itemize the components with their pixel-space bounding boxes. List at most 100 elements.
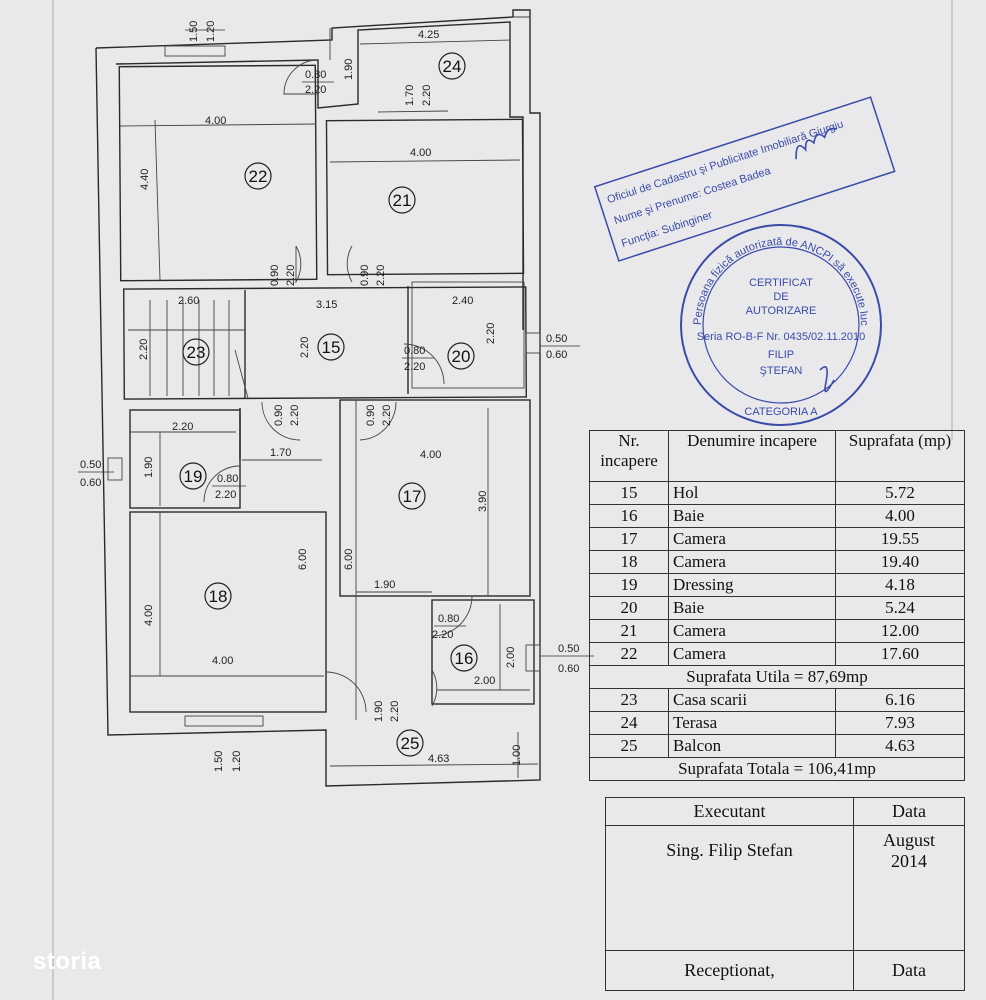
- dim-text: 2.20: [299, 337, 311, 358]
- svg-text:17: 17: [403, 487, 422, 506]
- outer-walls: [95, 9, 541, 787]
- room-24-walls: [359, 39, 511, 113]
- room-label-17: 17: [398, 482, 426, 510]
- dim-text: 2.20: [375, 265, 387, 286]
- dim-text: 2.20: [172, 421, 193, 433]
- dimension-labels: 1.50 1.20 4.25 1.90 1.70 2.20 0.80 2.20 …: [78, 21, 594, 772]
- dim-text: 0.90: [365, 405, 377, 426]
- dim-text: 2.20: [421, 85, 433, 106]
- dim-text: 6.00: [343, 549, 355, 570]
- dim-text: 2.20: [381, 405, 393, 426]
- dim-text: 2.20: [215, 489, 236, 501]
- stairs: [128, 300, 249, 399]
- dim-text: 2.20: [485, 323, 497, 344]
- dim-text: 1.20: [205, 21, 217, 42]
- dim-text: 4.00: [205, 115, 226, 127]
- dim-text: 2.20: [285, 265, 297, 286]
- dim-text: 2.20: [289, 405, 301, 426]
- dim-text: 0.80: [404, 345, 425, 357]
- room-21-walls: [325, 118, 525, 276]
- dim-text: 2.20: [389, 701, 401, 722]
- dim-text: 0.90: [269, 265, 281, 286]
- ocpi-stamp-line1: Oficiul de Cadastru şi Publicitate Imobi…: [606, 118, 845, 206]
- dim-text: 0.50: [558, 643, 579, 655]
- room-label-23: 23: [182, 338, 210, 366]
- svg-text:24: 24: [443, 57, 462, 76]
- svg-text:20: 20: [452, 347, 471, 366]
- executant-date: August 2014: [853, 825, 965, 951]
- dim-text: 2.20: [432, 629, 453, 641]
- ancpi-name: FILIP: [768, 349, 794, 361]
- ancpi-series: Seria RO-B-F Nr. 0435/02.11.2010: [697, 331, 866, 343]
- dim-text: 3.90: [477, 491, 489, 512]
- dim-text: 2.20: [404, 361, 425, 373]
- signature-2: [819, 366, 835, 393]
- dim-text: 0.50: [546, 333, 567, 345]
- svg-text:19: 19: [184, 467, 203, 486]
- room-16-walls: [431, 599, 535, 705]
- door-swings: [203, 59, 473, 713]
- rooms-table: Nr. incapere Denumire incapere Suprafata…: [589, 430, 965, 781]
- dim-text: 6.00: [297, 549, 309, 570]
- room-label-24: 24: [438, 52, 466, 80]
- svg-text:22: 22: [249, 167, 268, 186]
- dim-text: 2.60: [178, 295, 199, 307]
- dim-text: 4.40: [139, 169, 151, 190]
- dim-text: 1.90: [343, 59, 355, 80]
- room-labels: 22 21 24 23 15 20 19 17 18 16 25: [179, 52, 478, 757]
- dim-text: 2.20: [305, 84, 326, 96]
- dim-text: 0.80: [217, 473, 238, 485]
- room-label-16: 16: [450, 644, 478, 672]
- storia-watermark: storia: [33, 948, 102, 975]
- signature: [795, 127, 838, 160]
- date-year: 2014: [891, 851, 927, 871]
- dim-text: 1.70: [270, 447, 291, 459]
- table-header: Nr. incapere Denumire incapere Suprafata…: [589, 430, 965, 482]
- dim-text: 2.00: [505, 647, 517, 668]
- ancpi-name: ŞTEFAN: [760, 365, 803, 377]
- dim-text: 0.80: [438, 613, 459, 625]
- dim-text: 0.60: [80, 477, 101, 489]
- dim-text: 1.90: [374, 579, 395, 591]
- room-label-25: 25: [396, 729, 424, 757]
- ancpi-category: CATEGORIA A: [744, 406, 818, 418]
- data-label-2: Data: [853, 950, 965, 991]
- room-label-18: 18: [204, 582, 232, 610]
- dim-text: 1.50: [188, 21, 200, 42]
- room-label-19: 19: [179, 462, 207, 490]
- dim-text: 4.63: [428, 753, 449, 765]
- executant-table: Executant Data Sing. Filip Stefan August…: [605, 797, 965, 991]
- svg-text:25: 25: [401, 734, 420, 753]
- dim-text: 0.60: [546, 349, 567, 361]
- dim-text: 1.00: [511, 745, 523, 766]
- header-nr: Nr. incapere: [589, 430, 669, 482]
- room-label-15: 15: [317, 333, 345, 361]
- svg-text:16: 16: [455, 649, 474, 668]
- dim-text: 1.70: [404, 85, 416, 106]
- dim-text: 4.00: [420, 449, 441, 461]
- dim-text: 1.50: [213, 751, 225, 772]
- dim-text: 2.40: [452, 295, 473, 307]
- dim-text: 2.20: [138, 339, 150, 360]
- dim-text: 0.90: [273, 405, 285, 426]
- room-label-21: 21: [388, 186, 416, 214]
- receptionat-label: Receptionat,: [605, 950, 854, 991]
- svg-text:18: 18: [209, 587, 228, 606]
- header-suprafata: Suprafata (mp): [835, 430, 965, 482]
- room-22-walls: [118, 64, 318, 282]
- ancpi-title: CERTIFICAT: [749, 277, 813, 289]
- ancpi-title: DE: [773, 291, 788, 303]
- executant-name: Sing. Filip Stefan: [605, 825, 854, 951]
- dim-text: 4.00: [212, 655, 233, 667]
- svg-text:23: 23: [187, 343, 206, 362]
- room-label-20: 20: [447, 342, 475, 370]
- dim-text: 1.20: [231, 751, 243, 772]
